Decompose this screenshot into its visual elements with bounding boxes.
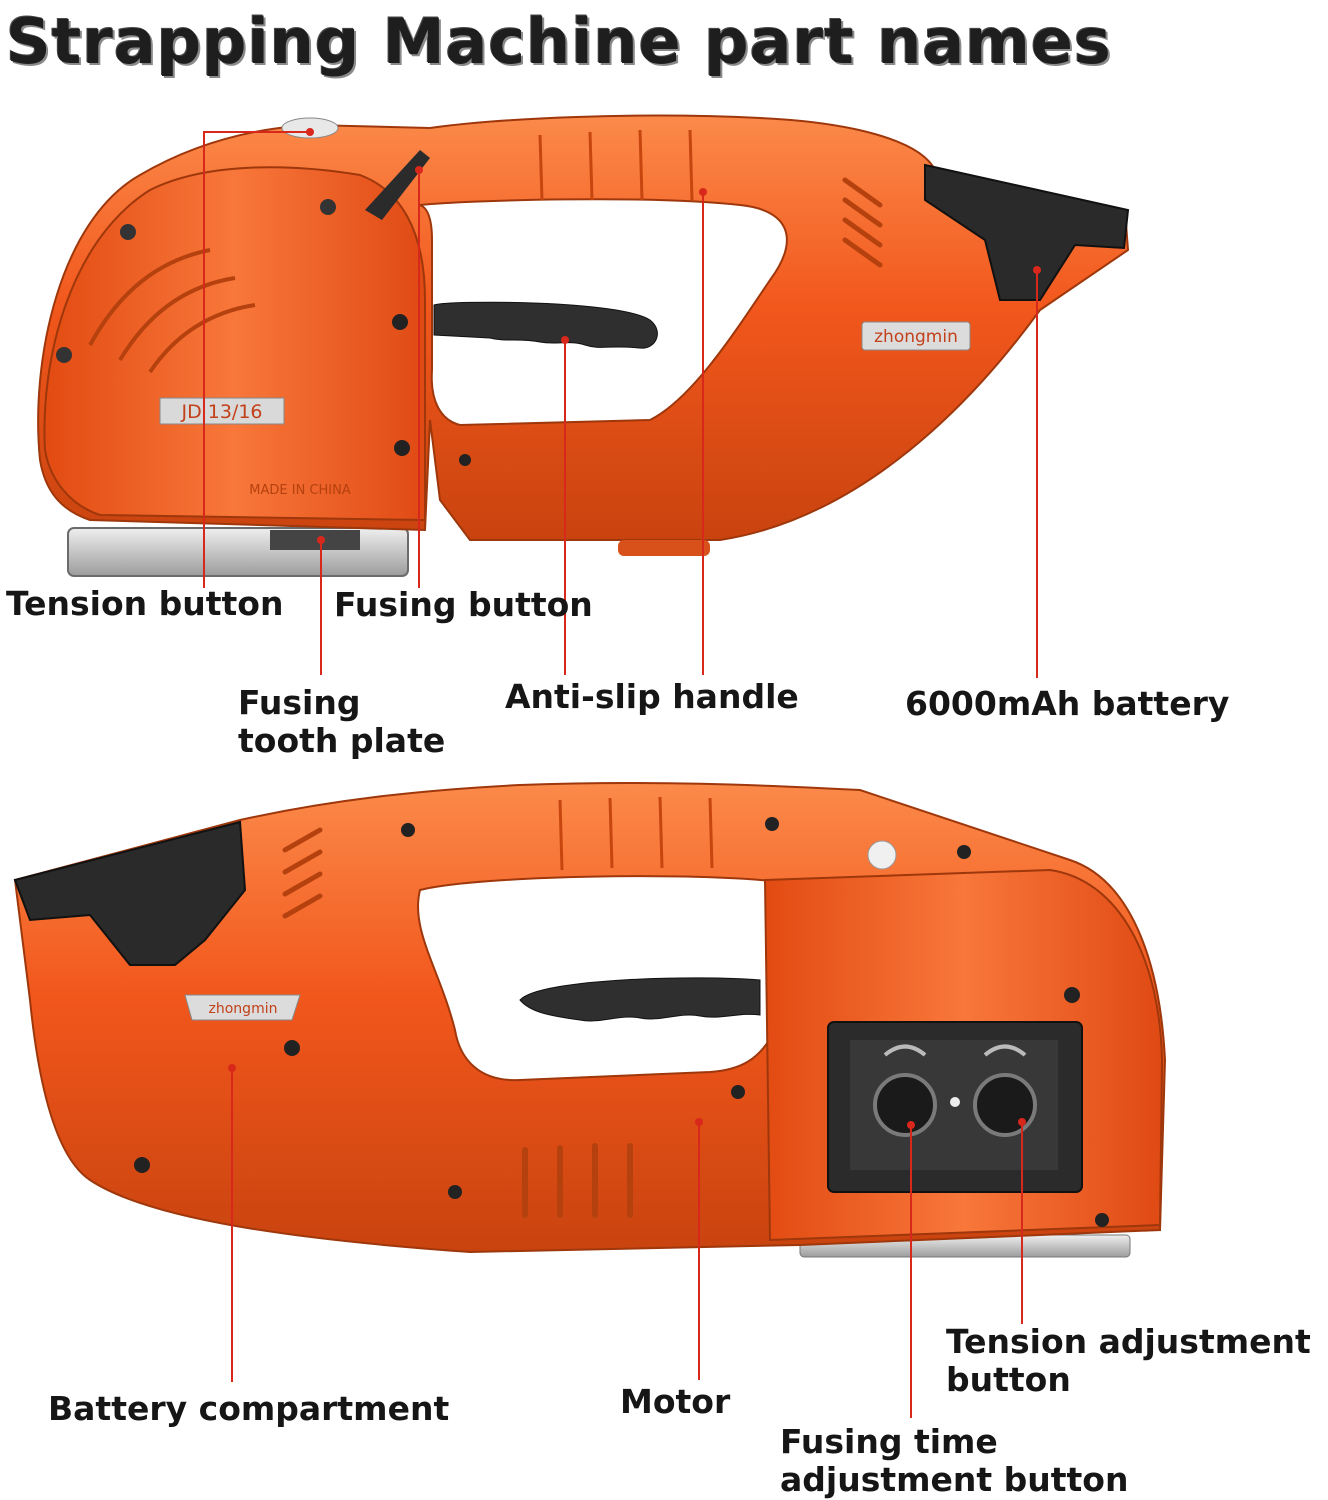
top-brand-badge-text: zhongmin — [874, 327, 958, 347]
diagram-title: Strapping Machine part names — [6, 5, 1112, 78]
bottom-handle-opening — [417, 875, 782, 1082]
top-brand-badge — [861, 321, 971, 351]
bottom-machine: zhongmin — [13, 781, 1167, 1258]
top-gear-cover — [43, 166, 426, 522]
top-battery — [924, 163, 1130, 301]
label-motor: Motor — [620, 1382, 731, 1421]
fusing-tooth-plate-part — [270, 530, 360, 550]
label-battery: 6000mAh battery — [905, 684, 1230, 723]
bottom-brand-badge-text: zhongmin — [209, 1001, 278, 1017]
fusing-time-knob — [873, 1073, 937, 1137]
model-badge — [159, 397, 285, 425]
tension-adjust-knob — [973, 1073, 1037, 1137]
anti-slip-grip — [433, 301, 658, 349]
label-battery-compartment: Battery compartment — [48, 1389, 450, 1428]
label-fusing-button: Fusing button — [334, 585, 593, 624]
made-in-text: MADE IN CHINA — [249, 483, 351, 498]
bottom-battery — [13, 820, 247, 966]
model-badge-text: JD 13/16 — [180, 401, 262, 423]
top-machine: JD 13/16 MADE IN CHINA zhongmin — [37, 114, 1130, 577]
leader-tension-button — [203, 131, 310, 588]
label-tension-adjustment-button: Tension adjustment button — [946, 1322, 1311, 1399]
fusing-lever — [365, 150, 430, 220]
label-fusing-tooth-plate: Fusing tooth plate — [238, 683, 446, 760]
label-anti-slip-handle: Anti-slip handle — [505, 677, 799, 716]
leader-lines — [203, 128, 1041, 1418]
bottom-brand-badge — [184, 994, 301, 1021]
bottom-grip — [519, 977, 761, 1022]
label-tension-button: Tension button — [6, 584, 284, 623]
label-fusing-time-adjustment-button: Fusing time adjustment button — [780, 1422, 1129, 1499]
